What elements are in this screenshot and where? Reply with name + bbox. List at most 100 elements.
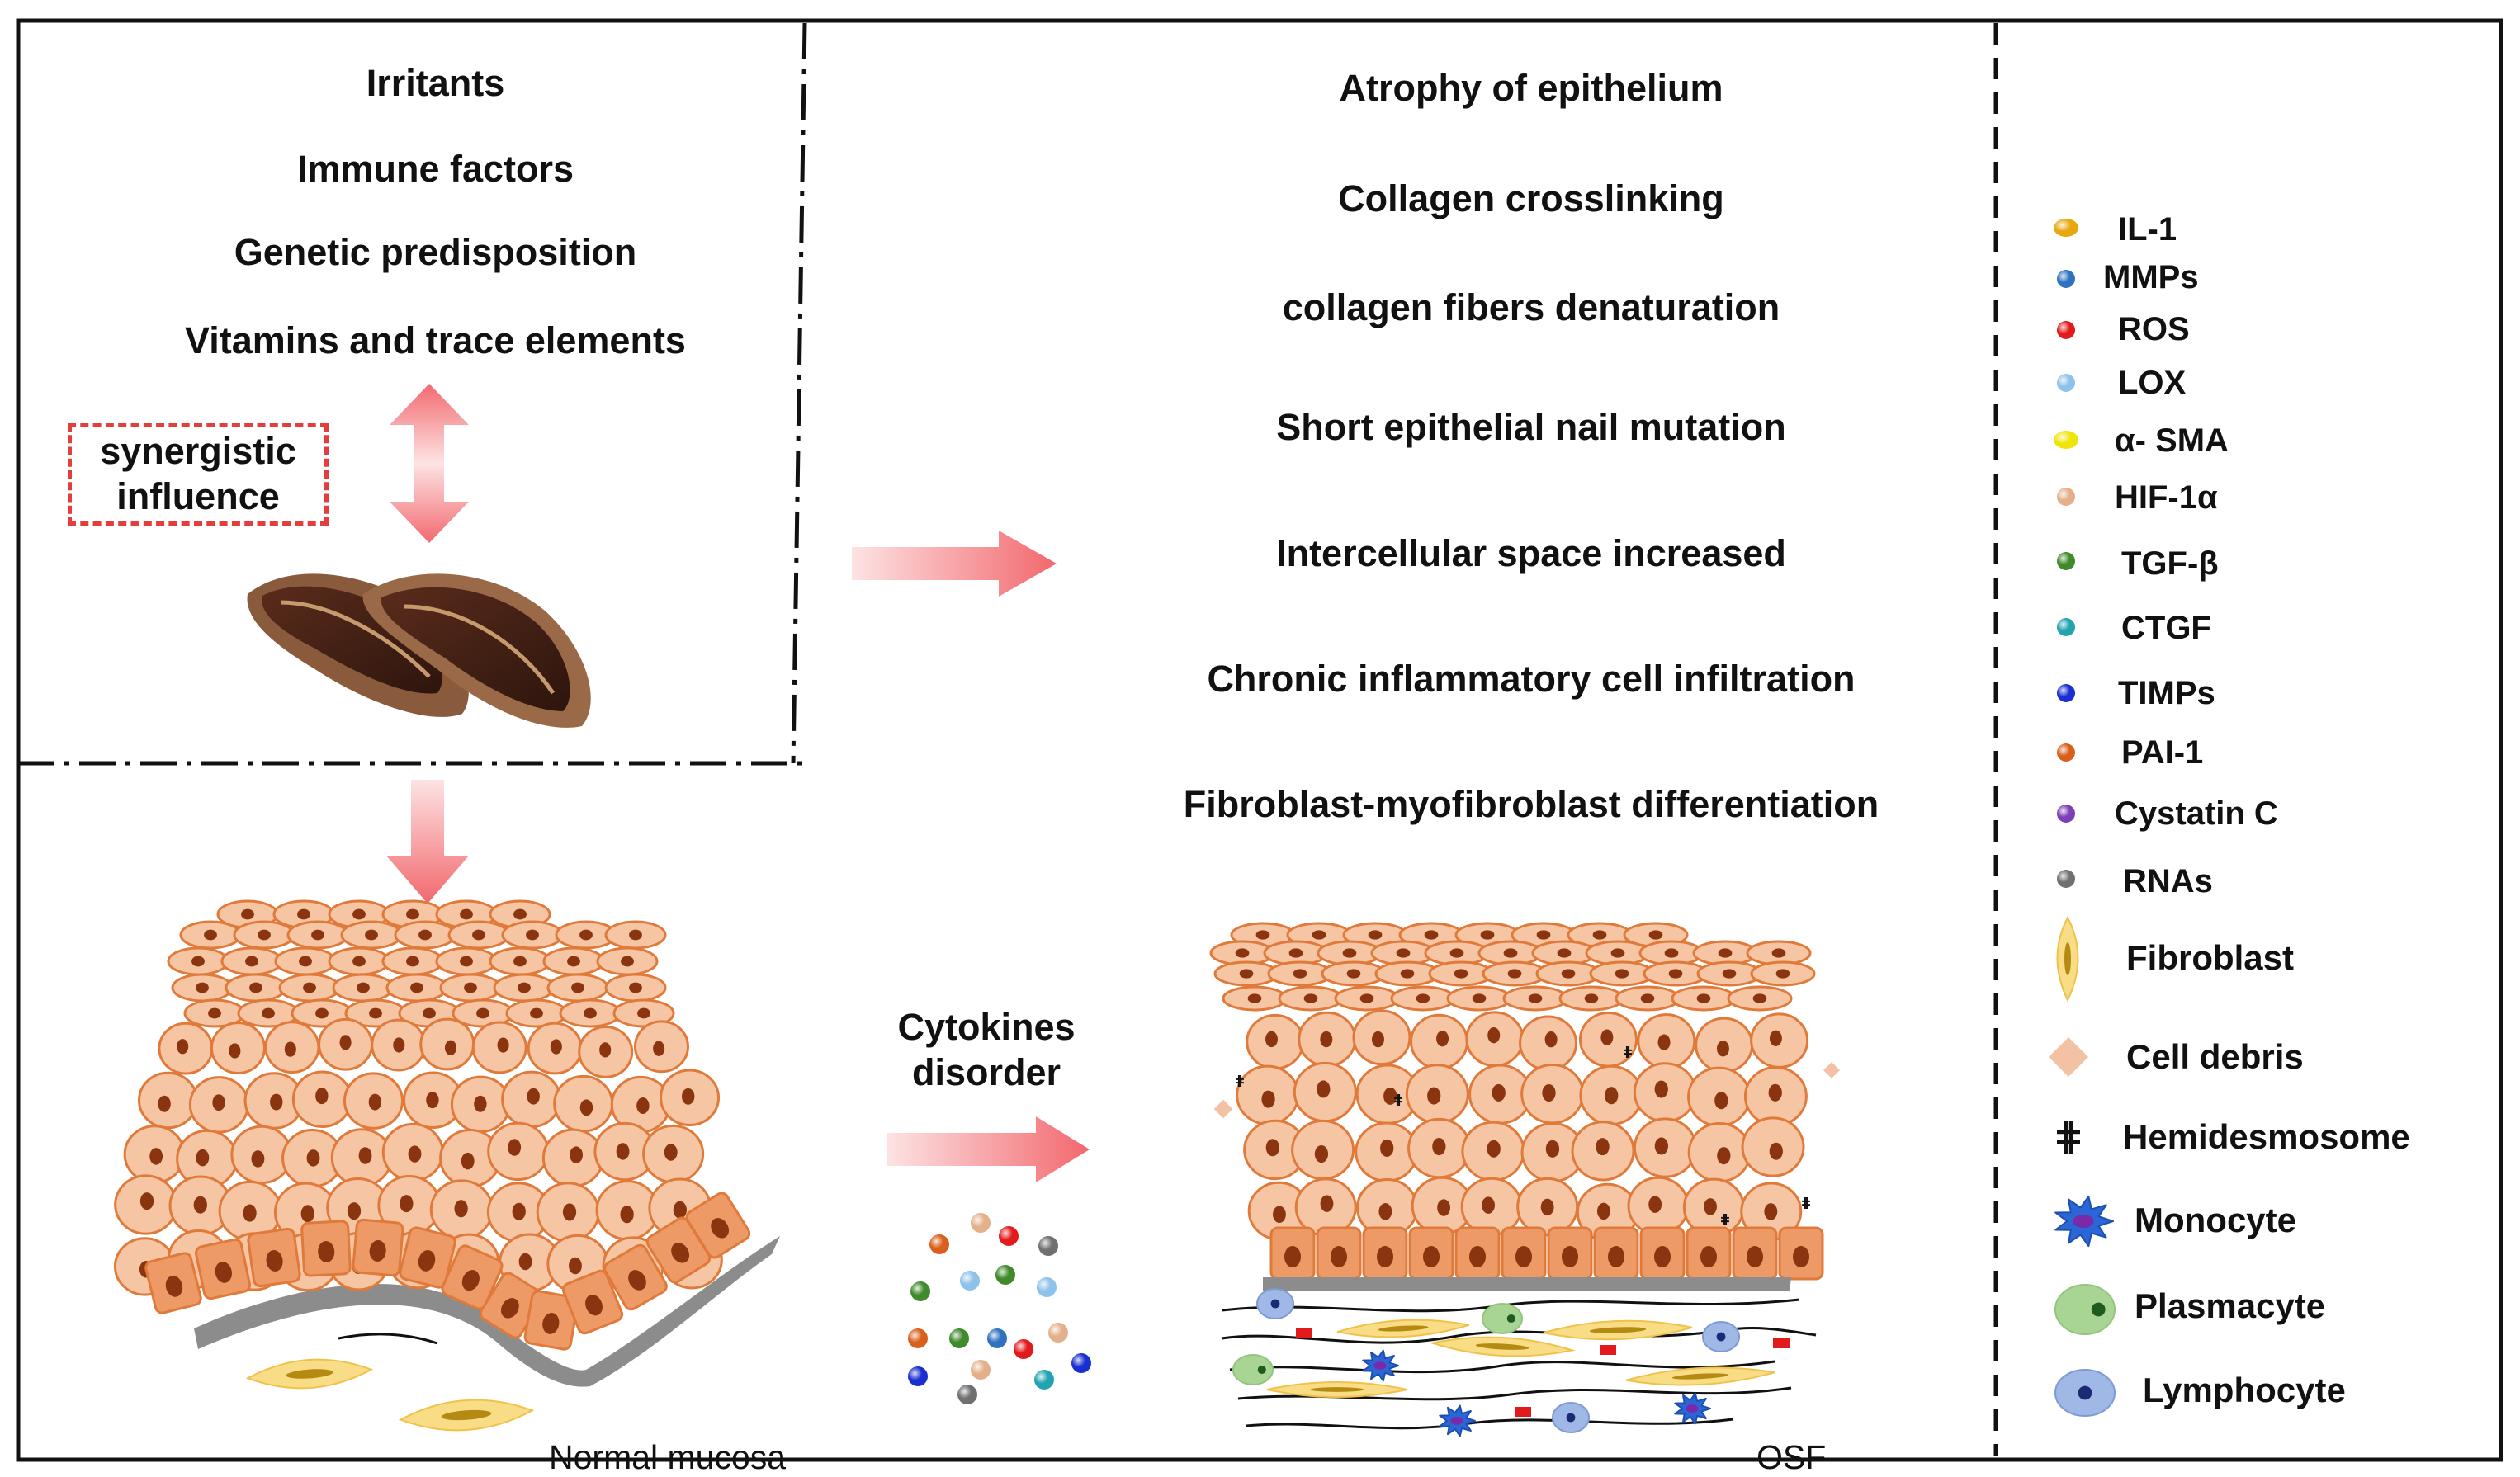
- fibroblast-cell: [245, 1358, 374, 1390]
- nucleus: [193, 1196, 207, 1214]
- basal-cell: [1362, 1226, 1408, 1281]
- nucleus: [636, 1097, 650, 1114]
- nucleus: [196, 982, 209, 993]
- nucleus: [1368, 930, 1383, 940]
- nucleus: [266, 1250, 283, 1272]
- change-denaturation: collagen fibers denaturation: [1282, 286, 1780, 328]
- basal-cell: [1408, 1226, 1454, 1281]
- hemidesmosome-mark: [1394, 1094, 1402, 1106]
- nucleus: [1480, 930, 1495, 940]
- nucleus: [629, 929, 642, 941]
- nucleus: [1608, 1246, 1624, 1267]
- nucleus: [1372, 1031, 1384, 1048]
- basal-cell: [645, 1216, 712, 1284]
- legend-label-il1: IL-1: [2118, 211, 2177, 248]
- nucleus: [1668, 969, 1683, 979]
- legend-label-mmps: MMPs: [2103, 259, 2199, 295]
- nucleus: [1771, 948, 1786, 958]
- nucleus: [513, 956, 527, 967]
- legend-label-plasmacyte: Plasmacyte: [2135, 1286, 2326, 1325]
- nucleus: [1714, 1092, 1728, 1110]
- osf-caption: OSF: [1756, 1438, 1827, 1476]
- collagen-fiber: [1229, 1360, 1775, 1374]
- nucleus: [460, 956, 473, 967]
- nucleus: [569, 1257, 582, 1275]
- nucleus: [518, 1253, 532, 1271]
- diamond-icon: [2048, 1036, 2089, 1078]
- nucleus: [243, 1204, 257, 1222]
- nucleus: [1416, 993, 1430, 1003]
- nucleus: [628, 1270, 646, 1291]
- osf-mucosa-illustration: [1209, 922, 1840, 1437]
- nucleus: [1424, 930, 1439, 940]
- plasmacyte-cell: [1232, 1354, 1274, 1385]
- basal-cell: [300, 1220, 352, 1277]
- normal-mucosa-caption: Normal mucosa: [549, 1438, 787, 1476]
- basal-cell: [561, 1269, 624, 1335]
- fibroblast-cell: [1336, 1319, 1470, 1338]
- nucleus: [215, 1262, 232, 1283]
- nucleus: [1775, 969, 1790, 979]
- basal-cell: [1547, 1226, 1593, 1281]
- nucleus: [1718, 948, 1733, 958]
- basal-cell: [1639, 1226, 1686, 1281]
- nucleus: [1265, 1139, 1280, 1157]
- nucleus: [464, 982, 477, 993]
- nucleus: [393, 1037, 405, 1053]
- nucleus: [139, 1192, 154, 1210]
- nucleus: [671, 1243, 690, 1263]
- nucleus: [1696, 993, 1711, 1003]
- nucleus: [1383, 1087, 1397, 1105]
- nucleus: [1515, 1246, 1532, 1267]
- nucleus: [584, 1007, 597, 1019]
- nucleus: [527, 1088, 540, 1105]
- nucleus: [711, 1218, 730, 1239]
- nucleus: [1654, 1080, 1668, 1098]
- nucleus: [406, 908, 419, 920]
- nucleus: [352, 956, 366, 967]
- legend-label-ros: ROS: [2118, 311, 2190, 347]
- nucleus: [1378, 1203, 1392, 1220]
- fibroblast-icon: [2056, 915, 2079, 1003]
- basal-cell: [352, 1218, 404, 1277]
- nucleus: [1284, 1246, 1301, 1267]
- nucleus: [472, 929, 485, 941]
- nucleus: [1342, 948, 1357, 958]
- legend-label-fibroblast: Fibroblast: [2126, 938, 2295, 977]
- nucleus: [339, 1035, 352, 1050]
- collagen-fiber: [338, 1333, 438, 1345]
- nucleus: [1331, 1246, 1347, 1267]
- nucleus: [579, 929, 593, 941]
- basal-cell: [1732, 1226, 1778, 1281]
- factor-immune: Immune factors: [296, 148, 574, 190]
- basal-cell: [247, 1227, 301, 1288]
- nucleus: [500, 1298, 519, 1319]
- basal-cell: [441, 1244, 504, 1310]
- nucleus: [1247, 993, 1262, 1003]
- cytokines-disorder-label: Cytokines disorder: [858, 1005, 1114, 1096]
- basal-cell: [194, 1238, 252, 1300]
- nucleus: [1235, 948, 1250, 958]
- nucleus: [567, 956, 580, 967]
- basal-cell: [685, 1192, 751, 1259]
- nucleus: [562, 1203, 577, 1221]
- outer-frame: [16, 18, 2503, 1462]
- basal-cell: [523, 1290, 579, 1351]
- right-arrow-icon: [852, 531, 1057, 597]
- nucleus: [212, 1094, 225, 1111]
- nucleus: [1469, 1246, 1486, 1267]
- nucleus: [530, 1007, 543, 1019]
- legend-label-hif1a: HIF-1α: [2115, 479, 2218, 516]
- nucleus: [1320, 1195, 1334, 1212]
- cell-debris: [1213, 1099, 1233, 1119]
- nucleus: [177, 1039, 189, 1055]
- fibroblast-cell: [1429, 1336, 1576, 1357]
- nucleus: [1314, 1145, 1329, 1163]
- nucleus: [1449, 948, 1464, 958]
- legend-label-pai1: PAI-1: [2121, 734, 2204, 771]
- basal-cell: [1501, 1226, 1547, 1281]
- nucleus: [653, 1041, 665, 1056]
- nucleus: [1752, 993, 1767, 1003]
- nucleus: [664, 1144, 678, 1161]
